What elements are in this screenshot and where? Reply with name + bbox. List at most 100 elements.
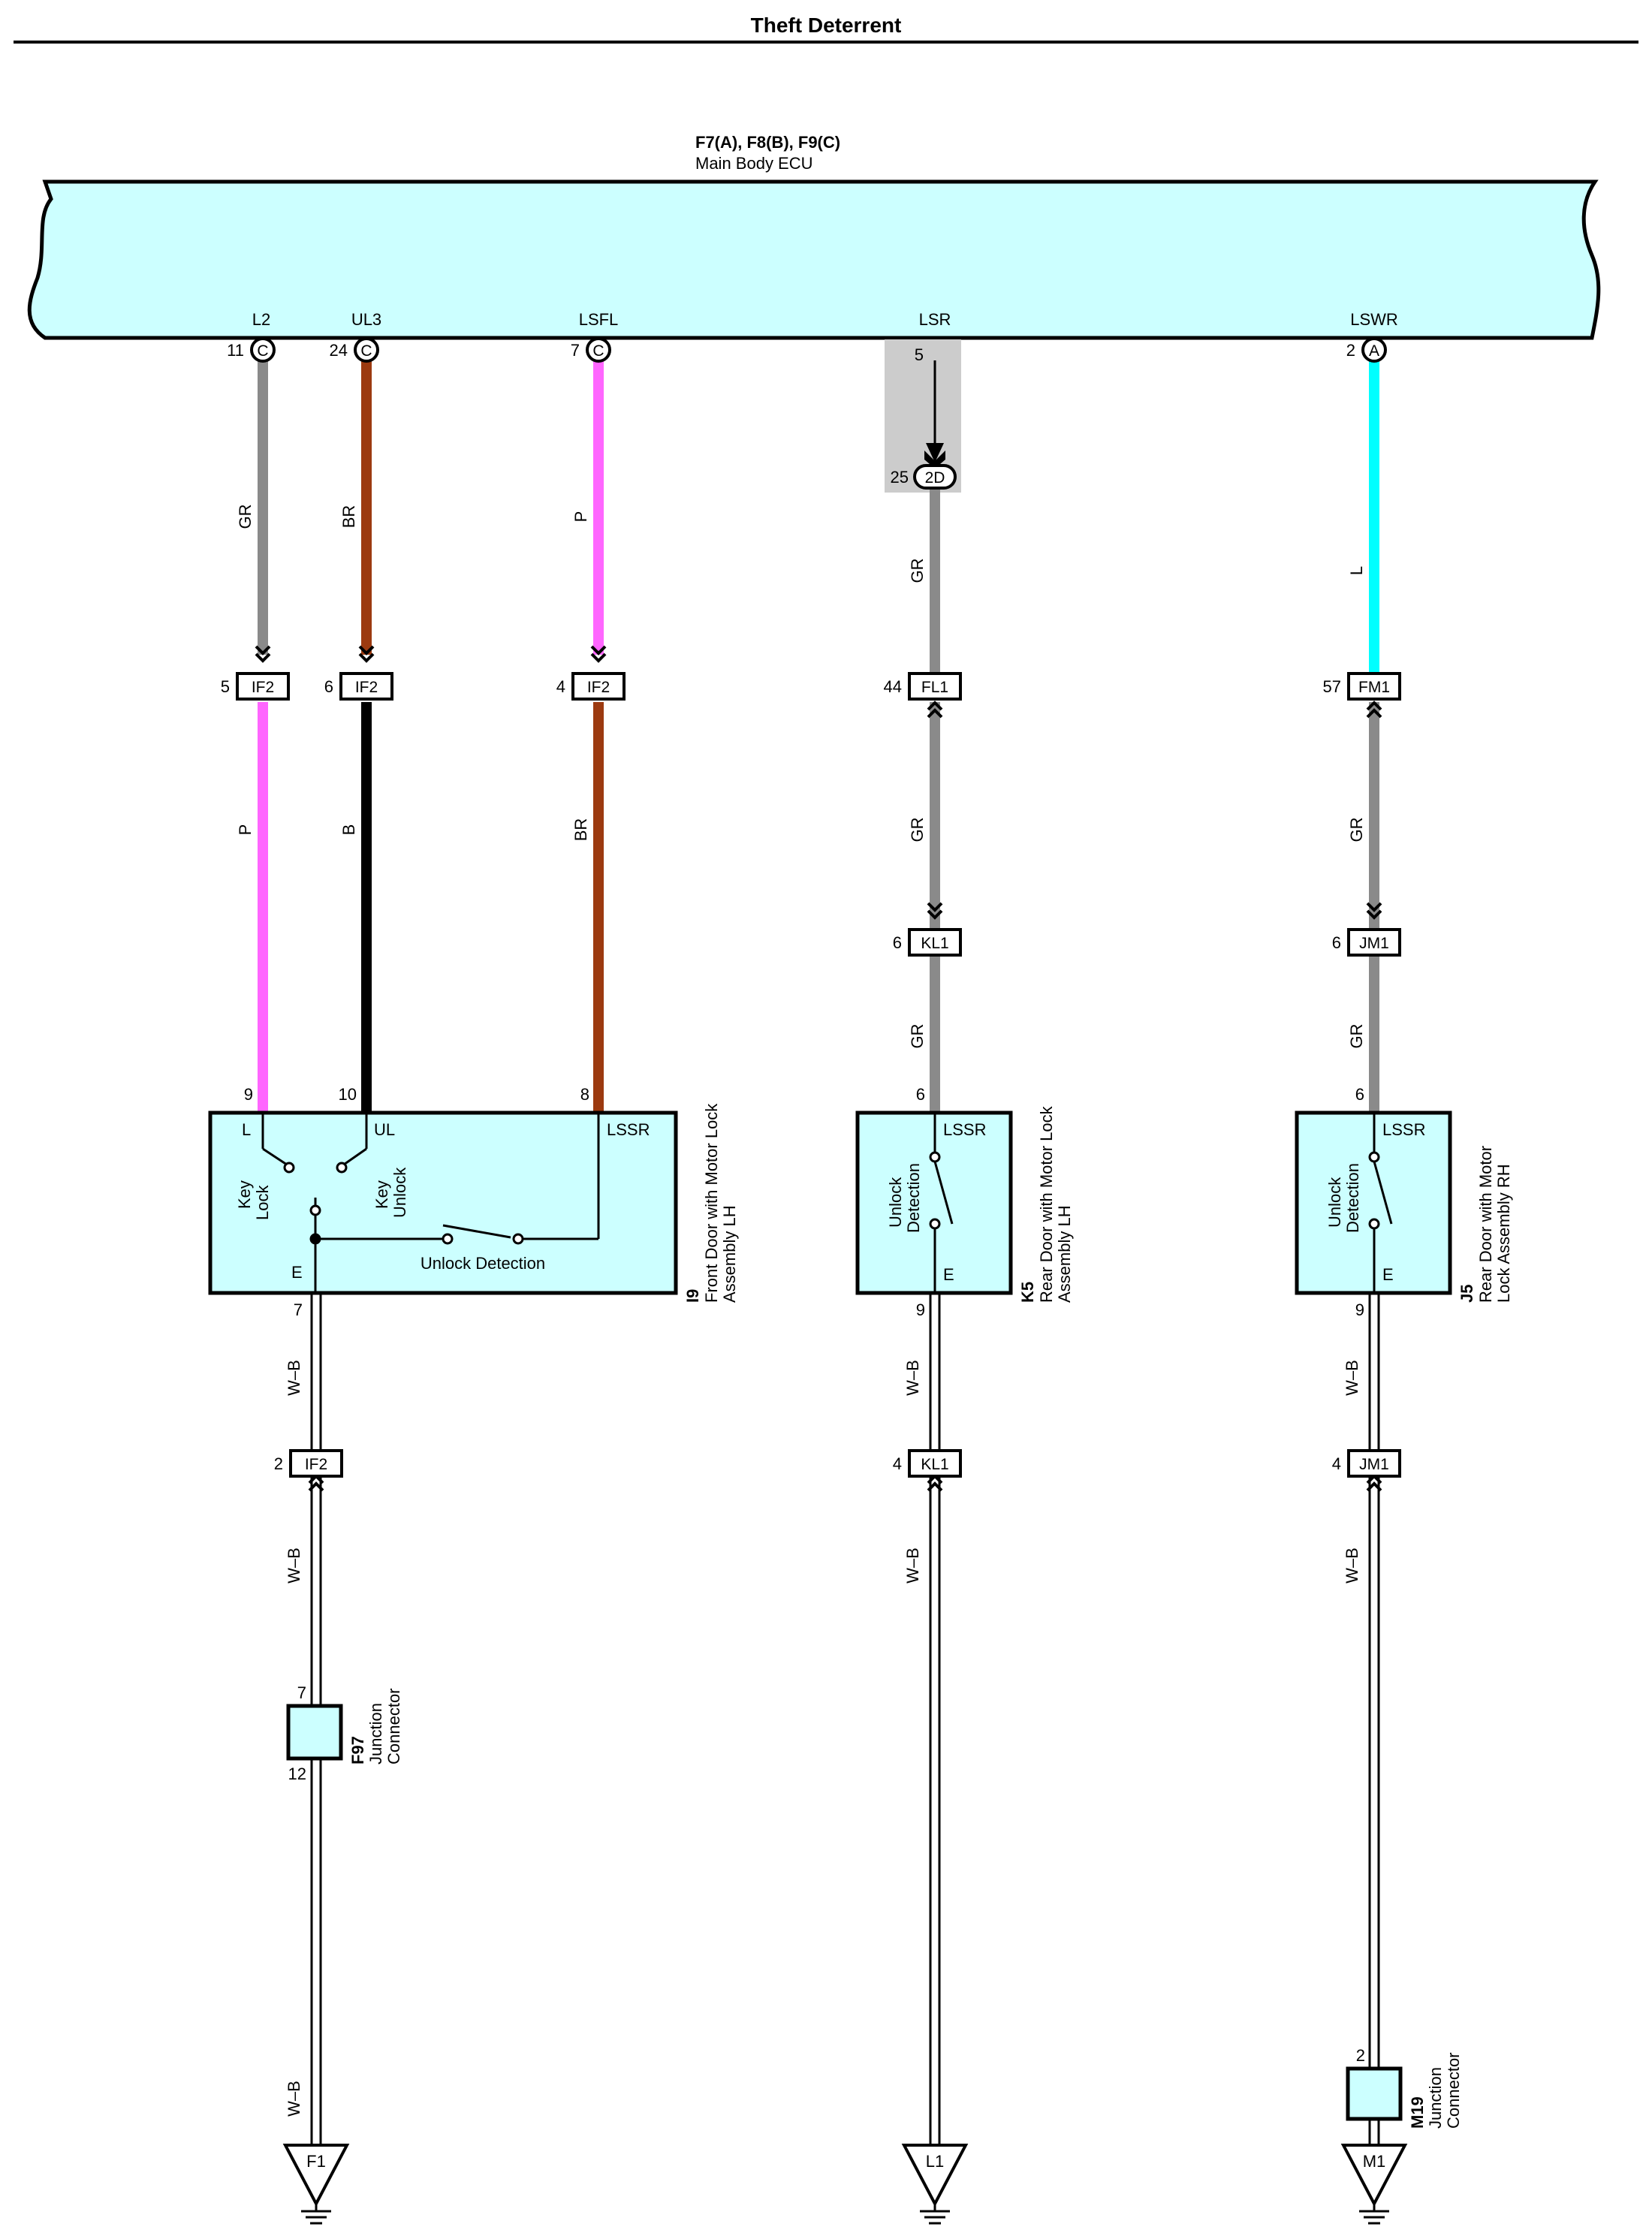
connector-c2-if2-label: IF2 [355,679,378,696]
i9-contact-common [309,1204,321,1216]
junction-2d: 2D 25 [891,464,957,490]
k5-term-top: LSSR [943,1120,986,1139]
connector-c4-kl1-pin: 6 [893,933,902,952]
i9-name-2: Assembly LH [720,1205,739,1303]
j5-code: J5 [1458,1285,1476,1303]
connector-g3-jm1-label: JM1 [1359,1456,1389,1473]
wire-label-wb-5a: W–B [1343,1360,1361,1396]
j5-switch [1373,1113,1393,1293]
connector-g2-kl1: KL1 4 [893,1449,962,1478]
i9-name-1: Front Door with Motor Lock [702,1103,721,1303]
i9-pin-l: 9 [244,1085,253,1104]
ecu-pin-lswr: A 2 [1346,337,1387,363]
wire-label-wb-4b: W–B [903,1547,922,1584]
ecu-pin-l2-number: 11 [227,341,244,360]
f97-code: F97 [348,1736,367,1764]
connector-g3-jm1: JM1 4 [1332,1449,1401,1478]
ecu-terminal-lsr: LSR [919,310,951,329]
connector-c2-if2: IF2 6 [324,672,393,701]
connector-g1-if2: IF2 2 [274,1449,343,1478]
wire-wb-col4 [929,1293,941,2144]
k5-pin-e: 9 [916,1300,925,1319]
ecu-pin-ul3: C 24 [330,337,379,363]
i9-contact-det2 [512,1233,524,1245]
component-i9: 9 10 8 7 L UL LSSR E Key Lock Key Unlock [208,1085,739,1319]
wire-wb-col1 [310,1293,322,2144]
m19-name-2: Connector [1444,2052,1463,2129]
i9-pin-lssr: 8 [580,1085,589,1104]
junction-2d-pin: 25 [891,468,909,487]
connector-c5-jm1-pin: 6 [1332,933,1341,952]
connector-c4-kl1: KL1 6 [893,928,962,957]
i9-term-l: L [242,1120,251,1139]
wire-label-c3-mid: BR [571,818,590,842]
connector-c4-fl1-label: FL1 [921,679,948,696]
wire-wb-col5 [1368,1293,1380,2144]
i9-code: I9 [683,1289,702,1303]
wire-label-c4-mid: GR [908,818,927,842]
connector-g2-kl1-pin: 4 [893,1454,902,1473]
connector-c1-if2-label: IF2 [252,679,274,696]
wire-label-c2-mid: B [339,824,358,836]
f97-pin-top: 7 [297,1683,306,1702]
junction-2d-label: 2D [925,469,945,487]
connector-c3-if2-label: IF2 [587,679,610,696]
page-title: Theft Deterrent [751,14,902,37]
connector-g2-kl1-label: KL1 [921,1456,948,1473]
wire-label-c5-mid: GR [1347,818,1366,842]
wire-label-wb-4a: W–B [903,1360,922,1396]
k5-name-2: Assembly LH [1055,1205,1074,1303]
connector-c1-if2-pin: 5 [221,677,230,696]
k5-pin-top: 6 [916,1085,925,1104]
wire-label-c2-top: BR [339,505,358,529]
i9-switch-key-unlock-2: Unlock [390,1167,409,1218]
ecu-pin-lsfl-connector: C [592,342,604,360]
ecu-pin-lsr-number: 5 [915,345,924,364]
ecu-terminal-ul3: UL3 [351,310,381,329]
i9-contact-unlock [336,1162,348,1174]
j5-contact-2 [1368,1218,1380,1230]
i9-switch-key-unlock-1: Key [372,1180,391,1209]
ecu-pin-l2: C 11 [227,337,276,363]
ecu-name-label: Main Body ECU [695,154,813,173]
i9-contact-lock [283,1162,295,1174]
m19-code: M19 [1408,2096,1427,2129]
k5-name-1: Rear Door with Motor Lock [1037,1105,1056,1303]
ecu-pin-lswr-connector: A [1369,342,1379,360]
i9-pin-e: 7 [294,1300,303,1319]
connector-g3-jm1-pin: 4 [1332,1454,1341,1473]
ground-l1: L1 [901,2144,969,2225]
ecu-connectors-label: F7(A), F8(B), F9(C) [695,133,840,152]
i9-pin-ul: 10 [339,1085,357,1104]
k5-contact-2 [929,1218,941,1230]
connector-c5-fm1-label: FM1 [1358,679,1390,696]
k5-switch-label-1: Unlock [886,1177,905,1228]
j5-pin-top: 6 [1355,1085,1364,1104]
ground-m1: M1 [1340,2144,1408,2225]
ecu-pin-ul3-number: 24 [330,341,348,360]
k5-term-e: E [943,1265,954,1284]
k5-switch [933,1113,954,1293]
k5-switch-label-2: Detection [904,1163,923,1233]
j5-name-1: Rear Door with Motor [1476,1146,1495,1303]
wire-label-c4-top: GR [908,559,927,583]
connector-c3-if2-pin: 4 [556,677,565,696]
j5-pin-e: 9 [1355,1300,1364,1319]
wire-label-wb-1b: W–B [285,1547,303,1584]
i9-switch-unlock-detection: Unlock Detection [421,1254,545,1273]
connector-c1-if2: IF2 5 [221,672,290,701]
connector-c4-fl1: FL1 44 [884,672,962,701]
ecu-pin-lsfl: C 7 [571,337,611,363]
i9-term-lssr: LSSR [607,1120,650,1139]
connector-c5-jm1: JM1 6 [1332,928,1401,957]
i9-switch-key-lock-1: Key [235,1180,254,1209]
connector-c2-if2-pin: 6 [324,677,333,696]
j5-name-2: Lock Assembly RH [1494,1164,1513,1303]
j5-term-top: LSSR [1382,1120,1425,1139]
ecu-terminal-lswr: LSWR [1350,310,1398,329]
component-k5: 6 9 LSSR E Unlock Detection K5 Rear Door… [855,1085,1074,1319]
ecu-pin-lsfl-number: 7 [571,341,580,360]
connector-c5-fm1-pin: 57 [1323,677,1341,696]
connector-c4-kl1-label: KL1 [921,935,948,952]
j5-contact-1 [1368,1151,1380,1163]
